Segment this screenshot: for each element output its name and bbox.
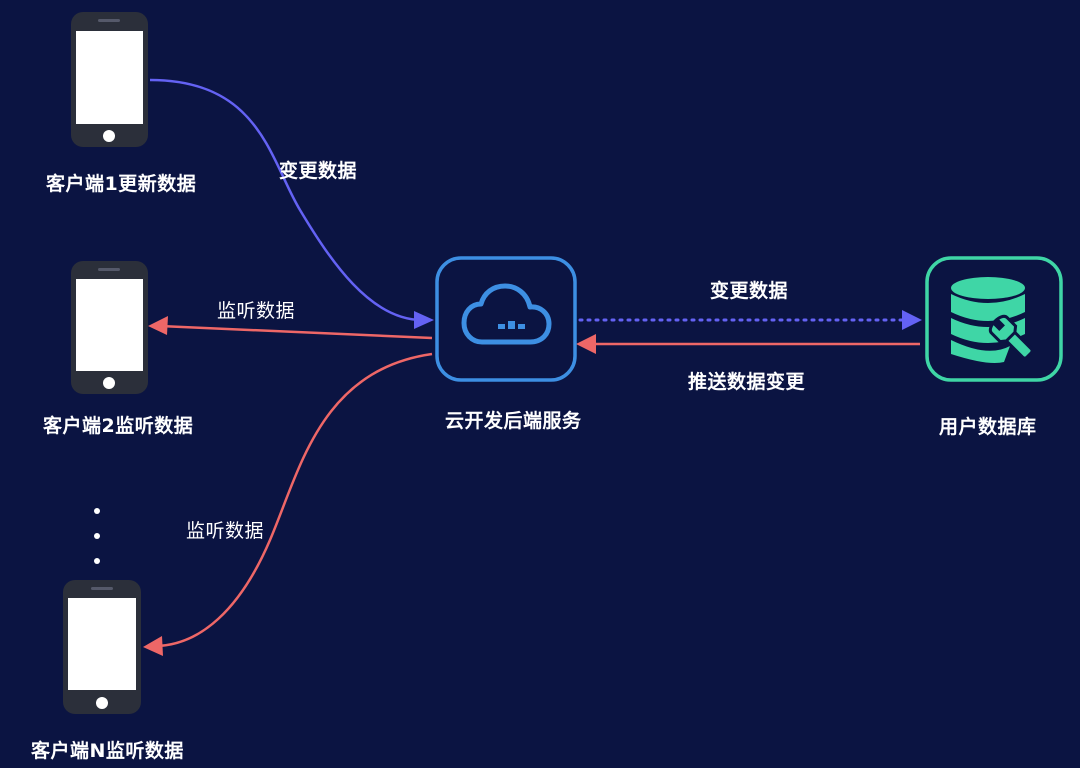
edge-client2-label: 监听数据: [217, 300, 296, 322]
smartphone-icon: [71, 12, 148, 147]
client2-label: 客户端2监听数据: [43, 415, 194, 437]
edge-server-to-db-label: 变更数据: [710, 280, 789, 302]
clientN-label: 客户端N监听数据: [31, 740, 184, 762]
server-node: [435, 256, 577, 382]
edge-database-to-server-arrowhead: [576, 334, 596, 354]
edge-server-to-database-arrowhead: [902, 310, 922, 330]
database-label: 用户数据库: [939, 416, 1037, 438]
edge-db-to-server-label: 推送数据变更: [688, 371, 806, 393]
vertical-ellipsis: [94, 508, 100, 564]
smartphone-icon: [71, 261, 148, 394]
smartphone-icon: [63, 580, 141, 714]
edge-client1-to-server: [149, 78, 423, 324]
database-wrench-icon: [951, 277, 1034, 363]
edge-server-to-clientN-arrowhead: [143, 636, 163, 656]
edge-clientN-label: 监听数据: [186, 520, 265, 542]
cloud-icon: [461, 283, 552, 345]
edge-client1-to-server-arrowhead: [414, 311, 434, 329]
server-label: 云开发后端服务: [445, 410, 582, 432]
edge-server-to-client2-arrowhead: [148, 316, 168, 335]
client1-label: 客户端1更新数据: [46, 173, 197, 195]
edge-client1-label: 变更数据: [279, 160, 358, 182]
edge-server-to-clientN: [155, 352, 433, 648]
database-node: [925, 256, 1063, 382]
edge-server-to-client2: [159, 324, 433, 340]
